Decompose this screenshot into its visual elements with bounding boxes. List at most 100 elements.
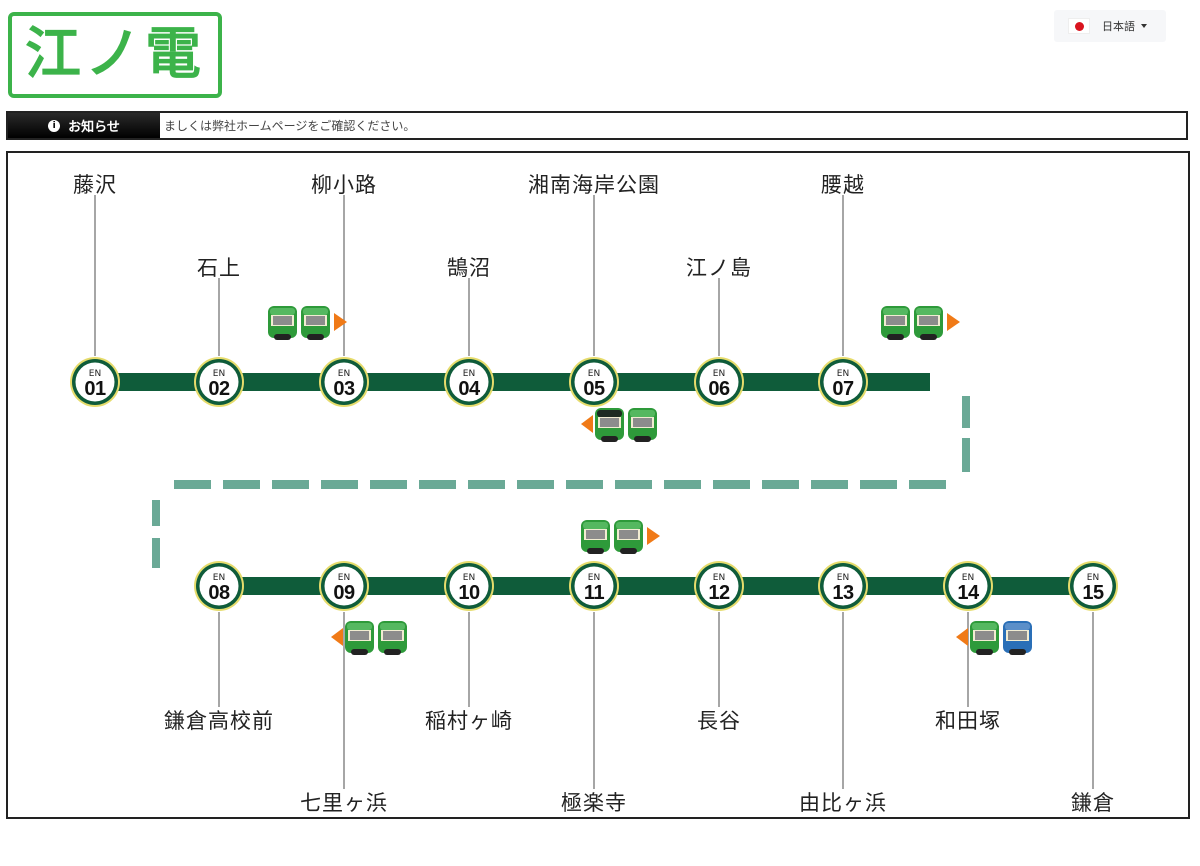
train-icon[interactable] (881, 306, 960, 340)
arrow-right-icon (647, 527, 660, 545)
arrow-left-icon (956, 628, 968, 646)
train-icon[interactable] (956, 621, 1032, 655)
line-segment-lower (219, 577, 1093, 595)
station-name-03[interactable]: 柳小路 (311, 173, 377, 197)
dashed-connector (909, 480, 946, 489)
dashed-connector (272, 480, 309, 489)
japan-flag-icon (1068, 18, 1090, 34)
train-icon[interactable] (268, 306, 347, 340)
dashed-connector (174, 480, 211, 489)
station-number: 13 (832, 582, 854, 604)
station-number: 09 (333, 582, 355, 604)
arrow-right-icon (334, 313, 347, 331)
language-selector[interactable]: 日本語 (1054, 10, 1166, 42)
station-number: 07 (832, 378, 854, 400)
station-number: 14 (957, 582, 980, 604)
train-icon[interactable] (581, 408, 657, 442)
dashed-connector (811, 480, 848, 489)
dashed-connector (762, 480, 799, 489)
dashed-connector (468, 480, 505, 489)
arrow-left-icon (331, 628, 343, 646)
station-name-06[interactable]: 江ノ島 (686, 256, 752, 280)
dashed-connector (223, 480, 260, 489)
station-line-code: EN (962, 573, 974, 583)
station-name-09[interactable]: 七里ヶ浜 (300, 791, 388, 815)
station-line-code: EN (213, 369, 225, 379)
station-line-code: EN (713, 573, 725, 583)
dashed-connector (664, 480, 701, 489)
station-number: 11 (584, 582, 605, 604)
station-name-10[interactable]: 稲村ヶ崎 (425, 709, 513, 733)
station-name-02[interactable]: 石上 (197, 256, 241, 280)
station-name-11[interactable]: 極楽寺 (561, 791, 627, 815)
logo-text: 江ノ電 (25, 22, 205, 87)
station-name-15[interactable]: 鎌倉 (1071, 791, 1115, 815)
station-name-12[interactable]: 長谷 (697, 709, 741, 733)
station-name-08[interactable]: 鎌倉高校前 (164, 709, 274, 733)
notice-label[interactable]: i お知らせ (8, 113, 160, 138)
station-number: 10 (458, 582, 480, 604)
station-number: 05 (583, 378, 605, 400)
station-line-code: EN (463, 369, 475, 379)
station-number: 01 (84, 378, 106, 400)
dashed-connector (370, 480, 407, 489)
train-icon[interactable] (581, 520, 660, 554)
notice-bar: i お知らせ ましくは弊社ホームページをご確認ください。 (6, 111, 1188, 140)
station-line-code: EN (588, 573, 600, 583)
notice-label-text: お知らせ (68, 120, 120, 135)
station-line-code: EN (338, 369, 350, 379)
station-line-code: EN (837, 369, 849, 379)
dashed-connector (713, 480, 750, 489)
station-name-13[interactable]: 由比ヶ浜 (799, 791, 887, 815)
dashed-connector (321, 480, 358, 489)
station-name-14[interactable]: 和田塚 (935, 709, 1001, 733)
dashed-connector (566, 480, 603, 489)
station-line-code: EN (1087, 573, 1099, 583)
dashed-connector (962, 438, 970, 472)
station-name-01[interactable]: 藤沢 (73, 173, 117, 197)
arrow-right-icon (947, 313, 960, 331)
station-line-code: EN (89, 369, 101, 379)
station-line-code: EN (713, 369, 725, 379)
train-icon[interactable] (331, 621, 407, 655)
dashed-connector (152, 500, 160, 526)
station-number: 06 (708, 378, 730, 400)
language-label: 日本語 (1102, 20, 1135, 33)
station-name-04[interactable]: 鵠沼 (447, 256, 491, 280)
arrow-left-icon (581, 415, 593, 433)
notice-ticker-text: ましくは弊社ホームページをご確認ください。 (164, 119, 416, 133)
station-line-code: EN (213, 573, 225, 583)
dashed-connector (517, 480, 554, 489)
enoden-logo[interactable]: 江ノ電 (8, 12, 222, 98)
station-name-05[interactable]: 湘南海岸公園 (528, 173, 660, 197)
station-line-code: EN (588, 369, 600, 379)
dashed-connector (860, 480, 897, 489)
station-number: 04 (458, 378, 481, 400)
station-name-07[interactable]: 腰越 (821, 173, 865, 197)
station-number: 03 (333, 378, 355, 400)
dashed-connector (419, 480, 456, 489)
station-line-code: EN (837, 573, 849, 583)
dashed-connector (615, 480, 652, 489)
station-number: 15 (1082, 582, 1104, 604)
station-number: 02 (208, 378, 230, 400)
station-number: 12 (708, 582, 730, 604)
info-icon: i (48, 119, 61, 132)
station-line-code: EN (463, 573, 475, 583)
